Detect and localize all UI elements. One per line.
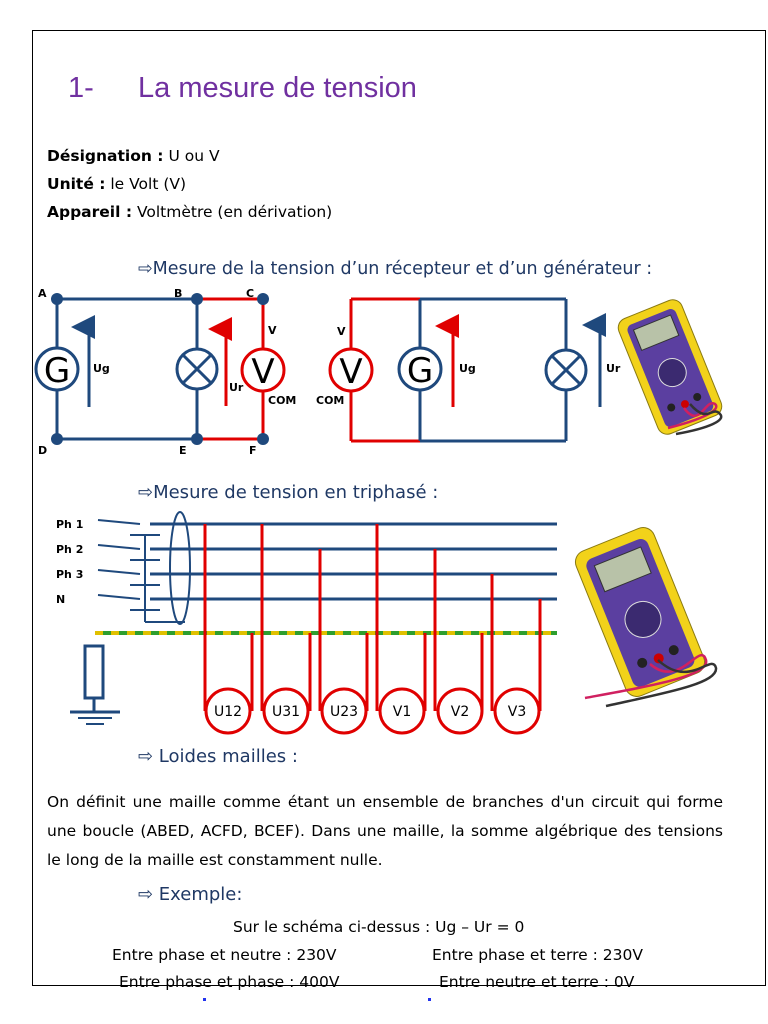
meter-u31: U31: [262, 687, 310, 735]
line-label: Ph 2: [56, 543, 83, 556]
voltmeter-label: V: [251, 352, 274, 392]
multimeter-leads: [667, 402, 723, 436]
title-number: 1-: [68, 72, 94, 104]
definition-label: Appareil :: [47, 203, 133, 221]
line-label: Ph 3: [56, 568, 83, 581]
decorative-mark: [428, 998, 431, 1001]
example-phase-phase: Entre phase et phase : 400V: [119, 973, 340, 991]
subtitle-exemple: ⇨ Exemple:: [138, 884, 243, 905]
node-label: A: [38, 287, 47, 300]
node-label: C: [246, 287, 254, 300]
definition-label: Unité :: [47, 175, 106, 193]
com-terminal-label: COM: [268, 394, 296, 407]
meter-v1: V1: [378, 687, 426, 735]
generator-symbol: [397, 346, 443, 392]
lamp-icon: [544, 348, 588, 392]
loi-des-mailles-paragraph: On définit une maille comme étant un ens…: [47, 793, 723, 869]
definition-value: Voltmètre (en dérivation): [132, 203, 333, 221]
page-frame: [32, 30, 766, 986]
ur-label: Ur: [606, 362, 621, 375]
meter-u23: U23: [320, 687, 368, 735]
meter-v3: V3: [493, 687, 541, 735]
ur-label: Ur: [229, 381, 244, 394]
definition-label: Désignation :: [47, 147, 164, 165]
meter-label: U23: [330, 704, 358, 720]
generator-label: G: [44, 351, 70, 391]
ug-label: Ug: [93, 362, 110, 375]
subtitle-three-phase: ⇨Mesure de tension en triphasé :: [138, 482, 439, 503]
ground-icon: [70, 644, 120, 725]
meter-label: V1: [393, 704, 411, 720]
meter-label: V3: [508, 704, 526, 720]
multimeter-icon: [617, 299, 723, 435]
generator-label: G: [407, 351, 433, 391]
voltmeter-symbol: [328, 347, 374, 393]
example-phase-terre: Entre phase et terre : 230V: [432, 946, 643, 964]
decorative-mark: [203, 998, 206, 1001]
multimeter-icon: [574, 527, 706, 697]
node-label: B: [174, 287, 182, 300]
node-label: E: [179, 444, 187, 457]
definition-value: le Volt (V): [105, 175, 187, 193]
three-phase-diagram: Ph 1 Ph 2 Ph 3 N: [56, 511, 557, 735]
ug-label: Ug: [459, 362, 476, 375]
v-terminal-label: V: [268, 324, 277, 337]
node-label: D: [38, 444, 47, 457]
voltmeter-label: V: [339, 352, 362, 392]
definition-value: U ou V: [163, 147, 220, 165]
meter-label: V2: [451, 704, 469, 720]
line-label: Ph 1: [56, 518, 83, 531]
page-title: 1- La mesure de tension: [68, 72, 417, 105]
meter-label: U12: [214, 704, 242, 720]
definition-device: Appareil : Voltmètre (en dérivation): [47, 203, 332, 221]
definition-designation: Désignation : U ou V: [47, 147, 220, 165]
generator-symbol: [34, 346, 80, 392]
example-phase-neutre: Entre phase et neutre : 230V: [112, 946, 337, 964]
definition-unit: Unité : le Volt (V): [47, 175, 186, 193]
example-neutre-terre: Entre neutre et terre : 0V: [439, 973, 635, 991]
example-equation: Sur le schéma ci-dessus : Ug – Ur = 0: [233, 918, 525, 936]
meter-u12: U12: [204, 687, 252, 735]
circuit-2: V G Ug Ur V COM: [316, 297, 621, 443]
circuit-1: G V A B C D E F Ug Ur V COM: [34, 287, 296, 457]
subtitle-loi-des-mailles: ⇨ Loides mailles :: [138, 746, 298, 767]
lamp-icon: [175, 347, 219, 391]
node-label: F: [249, 444, 257, 457]
com-terminal-label: COM: [316, 394, 344, 407]
line-label: N: [56, 593, 65, 606]
title-text: La mesure de tension: [138, 72, 417, 104]
breaker-switch: [97, 511, 191, 625]
meter-v2: V2: [436, 687, 484, 735]
v-terminal-label: V: [337, 325, 346, 338]
multimeter-leads: [584, 653, 718, 708]
voltmeter-symbol: [240, 347, 286, 393]
subtitle-receiver-generator: ⇨Mesure de la tension d’un récepteur et …: [138, 259, 653, 279]
meter-label: U31: [272, 704, 300, 720]
